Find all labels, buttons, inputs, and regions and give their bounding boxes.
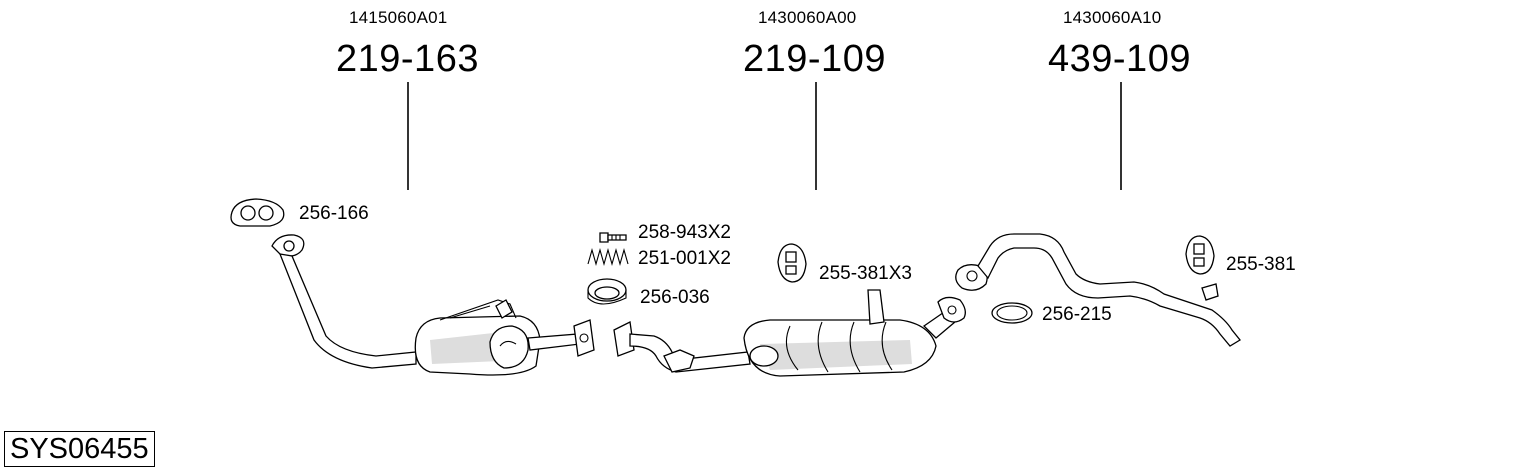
rear-pipe-icon: [955, 233, 1241, 347]
label-ring[interactable]: 256-036: [640, 287, 710, 308]
rear-hanger-icon: [1185, 235, 1215, 275]
oem-number-middle: 1430060A00: [758, 8, 857, 27]
label-hanger-rear[interactable]: 255-381: [1226, 254, 1296, 275]
middle-hanger-icon: [777, 243, 807, 283]
part-number-middle[interactable]: 219-109: [743, 38, 886, 80]
oem-number-rear: 1430060A10: [1063, 8, 1162, 27]
label-gasket-front[interactable]: 256-166: [299, 203, 369, 224]
bolt-icon: [599, 232, 627, 243]
label-gasket-rear[interactable]: 256-215: [1042, 304, 1112, 325]
front-pipe-catalyst-icon: [271, 234, 595, 376]
label-bolt[interactable]: 258-943X2: [638, 222, 731, 243]
system-id-box: SYS06455: [4, 431, 155, 467]
middle-muffler-icon: [613, 289, 966, 377]
label-hanger-middle[interactable]: 255-381X3: [819, 263, 912, 284]
part-number-rear[interactable]: 439-109: [1048, 38, 1191, 80]
front-gasket-icon: [230, 198, 285, 227]
part-number-front[interactable]: 219-163: [336, 38, 479, 80]
label-spring[interactable]: 251-001X2: [638, 248, 731, 269]
spring-icon: [587, 247, 629, 267]
rear-gasket-icon: [991, 302, 1033, 324]
oem-number-front: 1415060A01: [349, 8, 448, 27]
ring-icon: [587, 278, 627, 305]
